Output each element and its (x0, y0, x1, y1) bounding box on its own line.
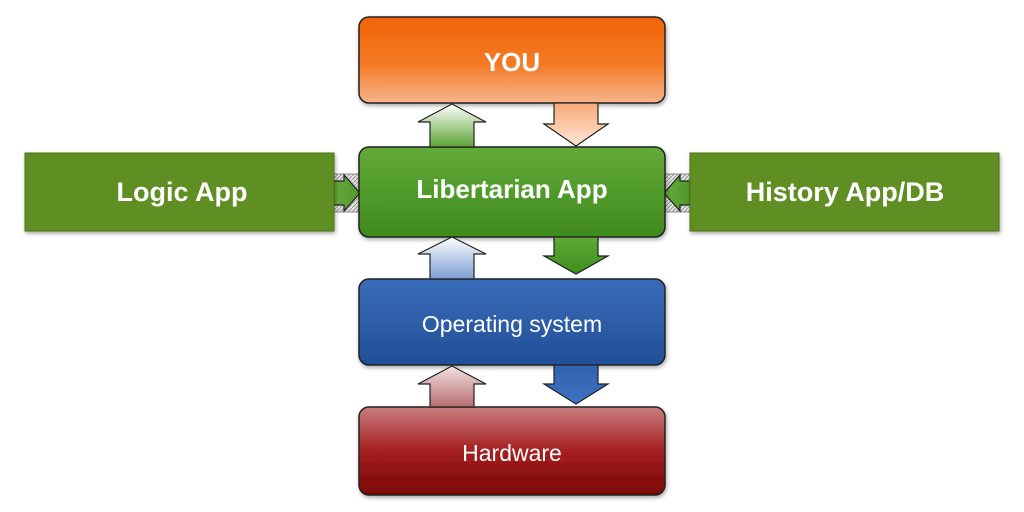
you-box (358, 16, 666, 104)
os-to-hardware-arrow (541, 364, 611, 405)
operating-system-label: Operating system (422, 311, 602, 337)
hardware-label: Hardware (462, 440, 562, 466)
libertarian-to-os-arrow (541, 236, 611, 275)
you-label: YOU (484, 47, 540, 77)
you-to-libertarian-arrow (542, 102, 610, 147)
libertarian-app-box (358, 146, 666, 238)
hardware-to-os-arrow (417, 365, 487, 408)
logic-app-box (24, 152, 335, 232)
hardware-box (358, 406, 666, 496)
libertarian-app-label: Libertarian App (416, 174, 607, 204)
history-app-box (689, 152, 1000, 232)
history-to-libertarian-arrow (663, 173, 691, 213)
operating-system-box (358, 278, 666, 366)
os-to-libertarian-arrow (417, 236, 487, 280)
logic-app-label: Logic App (117, 177, 248, 207)
logic-to-libertarian-arrow (333, 173, 361, 213)
libertarian-to-you-arrow (417, 103, 487, 148)
history-app-label: History App/DB (746, 177, 945, 207)
